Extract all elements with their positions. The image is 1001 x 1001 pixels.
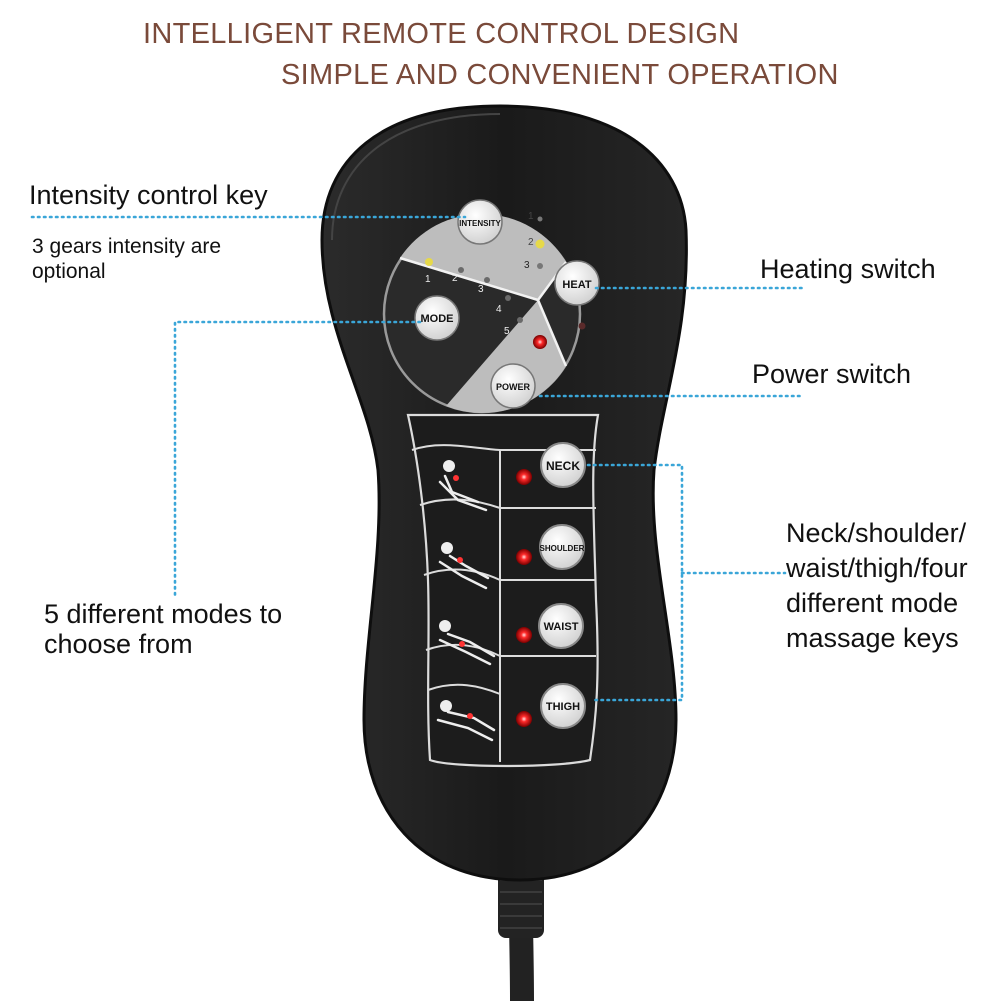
heat-button[interactable]: HEAT (554, 260, 600, 306)
waist-massage-icon (438, 620, 496, 666)
mode-level-3: 3 (478, 284, 484, 295)
modes-line-2: choose from (44, 629, 193, 660)
intensity-level-1: 1 (528, 211, 534, 222)
waist-button[interactable]: WAIST (538, 603, 584, 649)
power-button[interactable]: POWER (490, 363, 536, 409)
mode-button-label: MODE (421, 313, 454, 325)
modes-guide (173, 320, 422, 600)
intensity-note: 3 gears intensity are optional (32, 234, 221, 284)
shoulder-button-label: SHOULDER (540, 544, 585, 553)
mode-level-5: 5 (504, 326, 510, 337)
shoulder-massage-icon (438, 542, 490, 590)
massage-line-2: waist/thigh/four (786, 553, 968, 584)
mode-button[interactable]: MODE (414, 295, 460, 341)
thigh-led (516, 711, 532, 727)
mode-level-2: 2 (452, 273, 458, 284)
intensity-note-line-1: 3 gears intensity are (32, 235, 222, 258)
header-line-1: INTELLIGENT REMOTE CONTROL DESIGN (143, 18, 740, 50)
massage-line-3: different mode (786, 588, 959, 619)
intensity-level-2: 2 (528, 237, 534, 248)
heat-button-label: HEAT (562, 279, 591, 291)
thigh-button-label: THIGH (546, 701, 580, 713)
intensity-note-line-2: optional (32, 260, 106, 284)
massage-line-4: massage keys (786, 623, 959, 654)
header-line-2: SIMPLE AND CONVENIENT OPERATION (281, 59, 839, 91)
waist-button-label: WAIST (544, 621, 579, 633)
heat-led (578, 322, 586, 330)
dial-upper-sector (400, 214, 566, 300)
waist-led (516, 627, 532, 643)
heating-switch-label: Heating switch (760, 254, 936, 284)
neck-button[interactable]: NECK (540, 442, 586, 488)
dial-lower-sector (446, 300, 566, 413)
massage-guide (586, 463, 684, 702)
mode-led-1 (425, 258, 433, 266)
shoulder-led (516, 549, 532, 565)
power-led (533, 335, 547, 349)
thigh-massage-icon (436, 700, 496, 742)
thigh-button[interactable]: THIGH (540, 683, 586, 729)
intensity-key-label: Intensity control key (29, 180, 268, 210)
mode-level-1: 1 (425, 274, 431, 285)
intensity-button-label: INTENSITY (459, 219, 501, 228)
massage-keys-label: Neck/shoulder/ waist/thigh/four differen… (786, 516, 968, 656)
modes-line-1: 5 different modes to (44, 599, 283, 629)
intensity-level-3: 3 (524, 260, 530, 271)
intensity-button[interactable]: INTENSITY (457, 199, 503, 245)
power-button-label: POWER (496, 382, 531, 392)
neck-led (516, 469, 532, 485)
neck-button-label: NECK (546, 459, 580, 473)
power-switch-label: Power switch (752, 359, 912, 389)
massage-line-1: Neck/shoulder/ (786, 518, 967, 548)
massage-panel (406, 413, 600, 768)
modes-label: 5 different modes to choose from (44, 599, 282, 659)
shoulder-button[interactable]: SHOULDER (539, 524, 585, 570)
neck-massage-icon (438, 460, 488, 512)
intensity-led-2 (535, 239, 545, 249)
mode-level-4: 4 (496, 304, 502, 315)
